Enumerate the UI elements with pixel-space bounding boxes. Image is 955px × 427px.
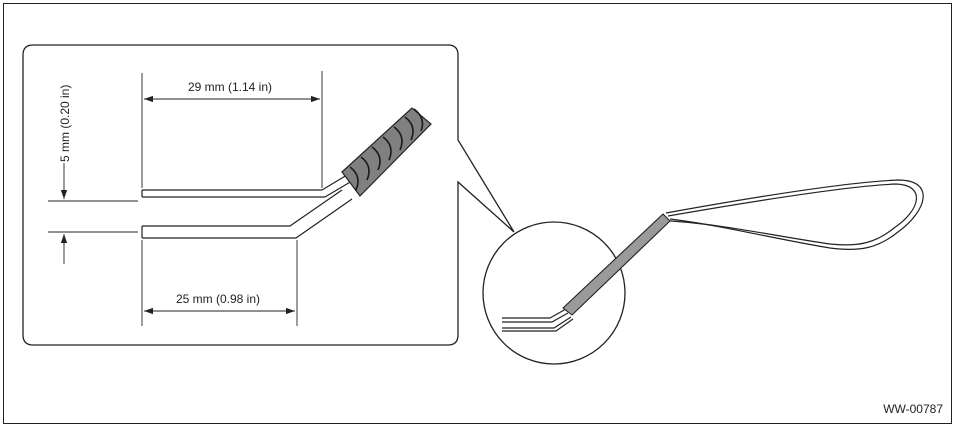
gap-dimension bbox=[48, 163, 138, 264]
detail-callout-box bbox=[22, 44, 515, 346]
upper-prong bbox=[142, 171, 358, 198]
magnifier-circle bbox=[482, 221, 626, 365]
outer-frame bbox=[3, 3, 952, 424]
wrapped-handle bbox=[341, 107, 432, 197]
upper-length-dimension bbox=[141, 71, 323, 188]
lower-prong bbox=[142, 189, 353, 239]
probe-tool-overview bbox=[502, 179, 924, 332]
figure-id: WW-00787 bbox=[883, 402, 943, 416]
upper-length-label: 29 mm (1.14 in) bbox=[188, 80, 272, 94]
probe-tip-detail bbox=[141, 171, 358, 239]
gap-label: 5 mm (0.20 in) bbox=[58, 85, 72, 162]
lower-length-label: 25 mm (0.98 in) bbox=[176, 292, 260, 306]
lower-length-dimension bbox=[141, 240, 298, 326]
